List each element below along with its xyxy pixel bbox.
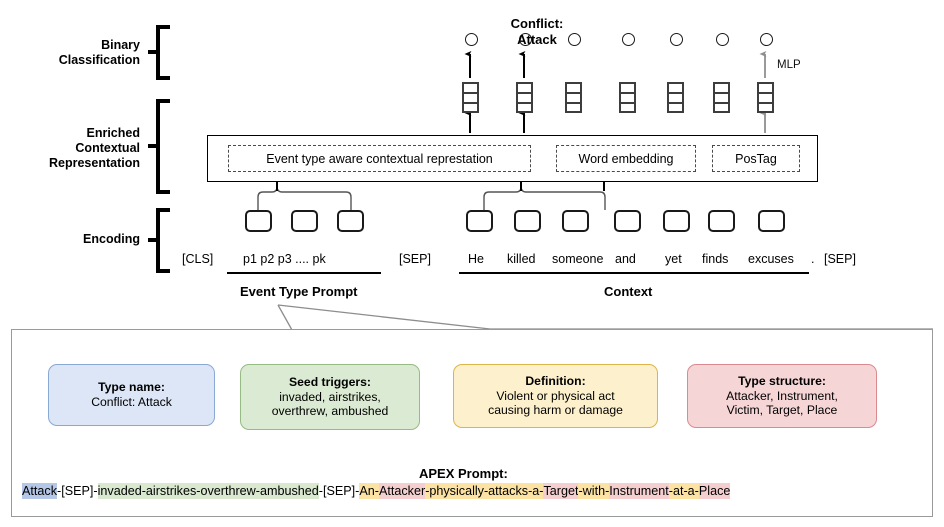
token-label-period: . (811, 252, 815, 266)
token-label-someone: someone (552, 252, 604, 266)
card-type-name-title: Type name: (98, 380, 165, 395)
hidden-vector-5 (667, 82, 684, 113)
context-group-rule (459, 272, 809, 274)
apex-seg-instrument: Instrument (609, 483, 669, 499)
card-seed-triggers-title: Seed triggers: (289, 375, 371, 390)
apex-prompt-line: Attack-[SEP]-invaded-airstrikes-overthre… (22, 483, 731, 499)
token-box-p3[interactable] (337, 210, 364, 232)
card-seed-triggers-body-2: overthrew, ambushed (271, 404, 389, 419)
output-node-6[interactable] (716, 33, 729, 46)
card-definition-body-1: Violent or physical act (496, 388, 615, 403)
token-label-finds: finds (702, 252, 729, 266)
token-label-and: and (615, 252, 636, 266)
apex-seg-type-name: Attack (22, 483, 57, 499)
token-box-finds[interactable] (708, 210, 735, 232)
hidden-vector-1 (462, 82, 479, 113)
token-label-cls: [CLS] (182, 252, 214, 266)
card-type-structure-body-1: Attacker, Instrument, (726, 388, 838, 403)
dashbox-word-embedding[interactable]: Word embedding (556, 145, 696, 172)
apex-seg-target: Target (543, 483, 579, 499)
card-type-name[interactable]: Type name: Conflict: Attack (48, 364, 215, 426)
bracket-enriched-contextual-representation (148, 99, 172, 194)
card-type-structure[interactable]: Type structure: Attacker, Instrument, Vi… (687, 364, 877, 428)
card-definition[interactable]: Definition: Violent or physical act caus… (453, 364, 658, 428)
dashbox-event-type-aware-contextual-representation[interactable]: Event type aware contextual represtation (228, 145, 531, 172)
hidden-vector-6 (713, 82, 730, 113)
dashbox-postag[interactable]: PosTag (712, 145, 800, 172)
stage-label-encoding: Encoding (83, 232, 140, 246)
prompt-group-rule (227, 272, 381, 274)
token-label-he: He (468, 252, 484, 266)
bracket-binary-classification (148, 25, 172, 80)
card-definition-title: Definition: (525, 374, 586, 389)
token-label-prompt: p1 p2 p3 .... pk (243, 252, 326, 266)
output-node-4[interactable] (622, 33, 635, 46)
token-box-excuses[interactable] (758, 210, 785, 232)
card-seed-triggers-body-1: invaded, airstrikes, (279, 389, 381, 404)
token-box-p1[interactable] (245, 210, 272, 232)
card-seed-triggers[interactable]: Seed triggers: invaded, airstrikes, over… (240, 364, 420, 430)
token-label-killed: killed (507, 252, 536, 266)
token-box-p2[interactable] (291, 210, 318, 232)
group-label-event-type-prompt: Event Type Prompt (240, 284, 358, 299)
hidden-vector-4 (619, 82, 636, 113)
output-node-5[interactable] (670, 33, 683, 46)
token-box-killed[interactable] (514, 210, 541, 232)
hidden-vector-2 (516, 82, 533, 113)
output-node-2[interactable] (519, 33, 532, 46)
apex-seg-an: An- (359, 483, 379, 499)
card-type-structure-body-2: Victim, Target, Place (726, 403, 838, 418)
card-type-structure-title: Type structure: (738, 374, 826, 389)
bracket-encoding (148, 208, 172, 273)
apex-seg-attacker: Attacker (378, 483, 426, 499)
token-label-sep-2: [SEP] (824, 252, 856, 266)
token-box-someone[interactable] (562, 210, 589, 232)
token-box-yet[interactable] (663, 210, 690, 232)
output-node-7[interactable] (760, 33, 773, 46)
apex-seg-place: Place (698, 483, 731, 499)
apex-seg-triggers: invaded-airstrikes-overthrew-ambushed (97, 483, 319, 499)
apex-seg-at-a: -at-a- (668, 483, 699, 499)
mlp-label: MLP (777, 59, 801, 71)
token-box-and[interactable] (614, 210, 641, 232)
token-label-yet: yet (665, 252, 682, 266)
apex-prompt-title: APEX Prompt: (419, 466, 508, 481)
card-definition-body-2: causing harm or damage (488, 403, 623, 418)
group-label-context: Context (604, 284, 653, 299)
output-node-1[interactable] (465, 33, 478, 46)
token-label-sep-1: [SEP] (399, 252, 431, 266)
apex-seg-sep-2: -[SEP]- (318, 484, 360, 498)
token-box-he[interactable] (466, 210, 493, 232)
hidden-vector-7 (757, 82, 774, 113)
apex-seg-sep-1: -[SEP]- (57, 484, 98, 498)
token-label-excuses: excuses (748, 252, 794, 266)
apex-seg-with: -with- (578, 483, 610, 499)
hidden-vector-3 (565, 82, 582, 113)
card-type-name-body: Conflict: Attack (91, 395, 172, 409)
conflict-attack-label: Conflict:Attack (510, 16, 564, 47)
output-node-3[interactable] (568, 33, 581, 46)
apex-seg-physically-attacks: -physically-attacks-a- (425, 483, 544, 499)
